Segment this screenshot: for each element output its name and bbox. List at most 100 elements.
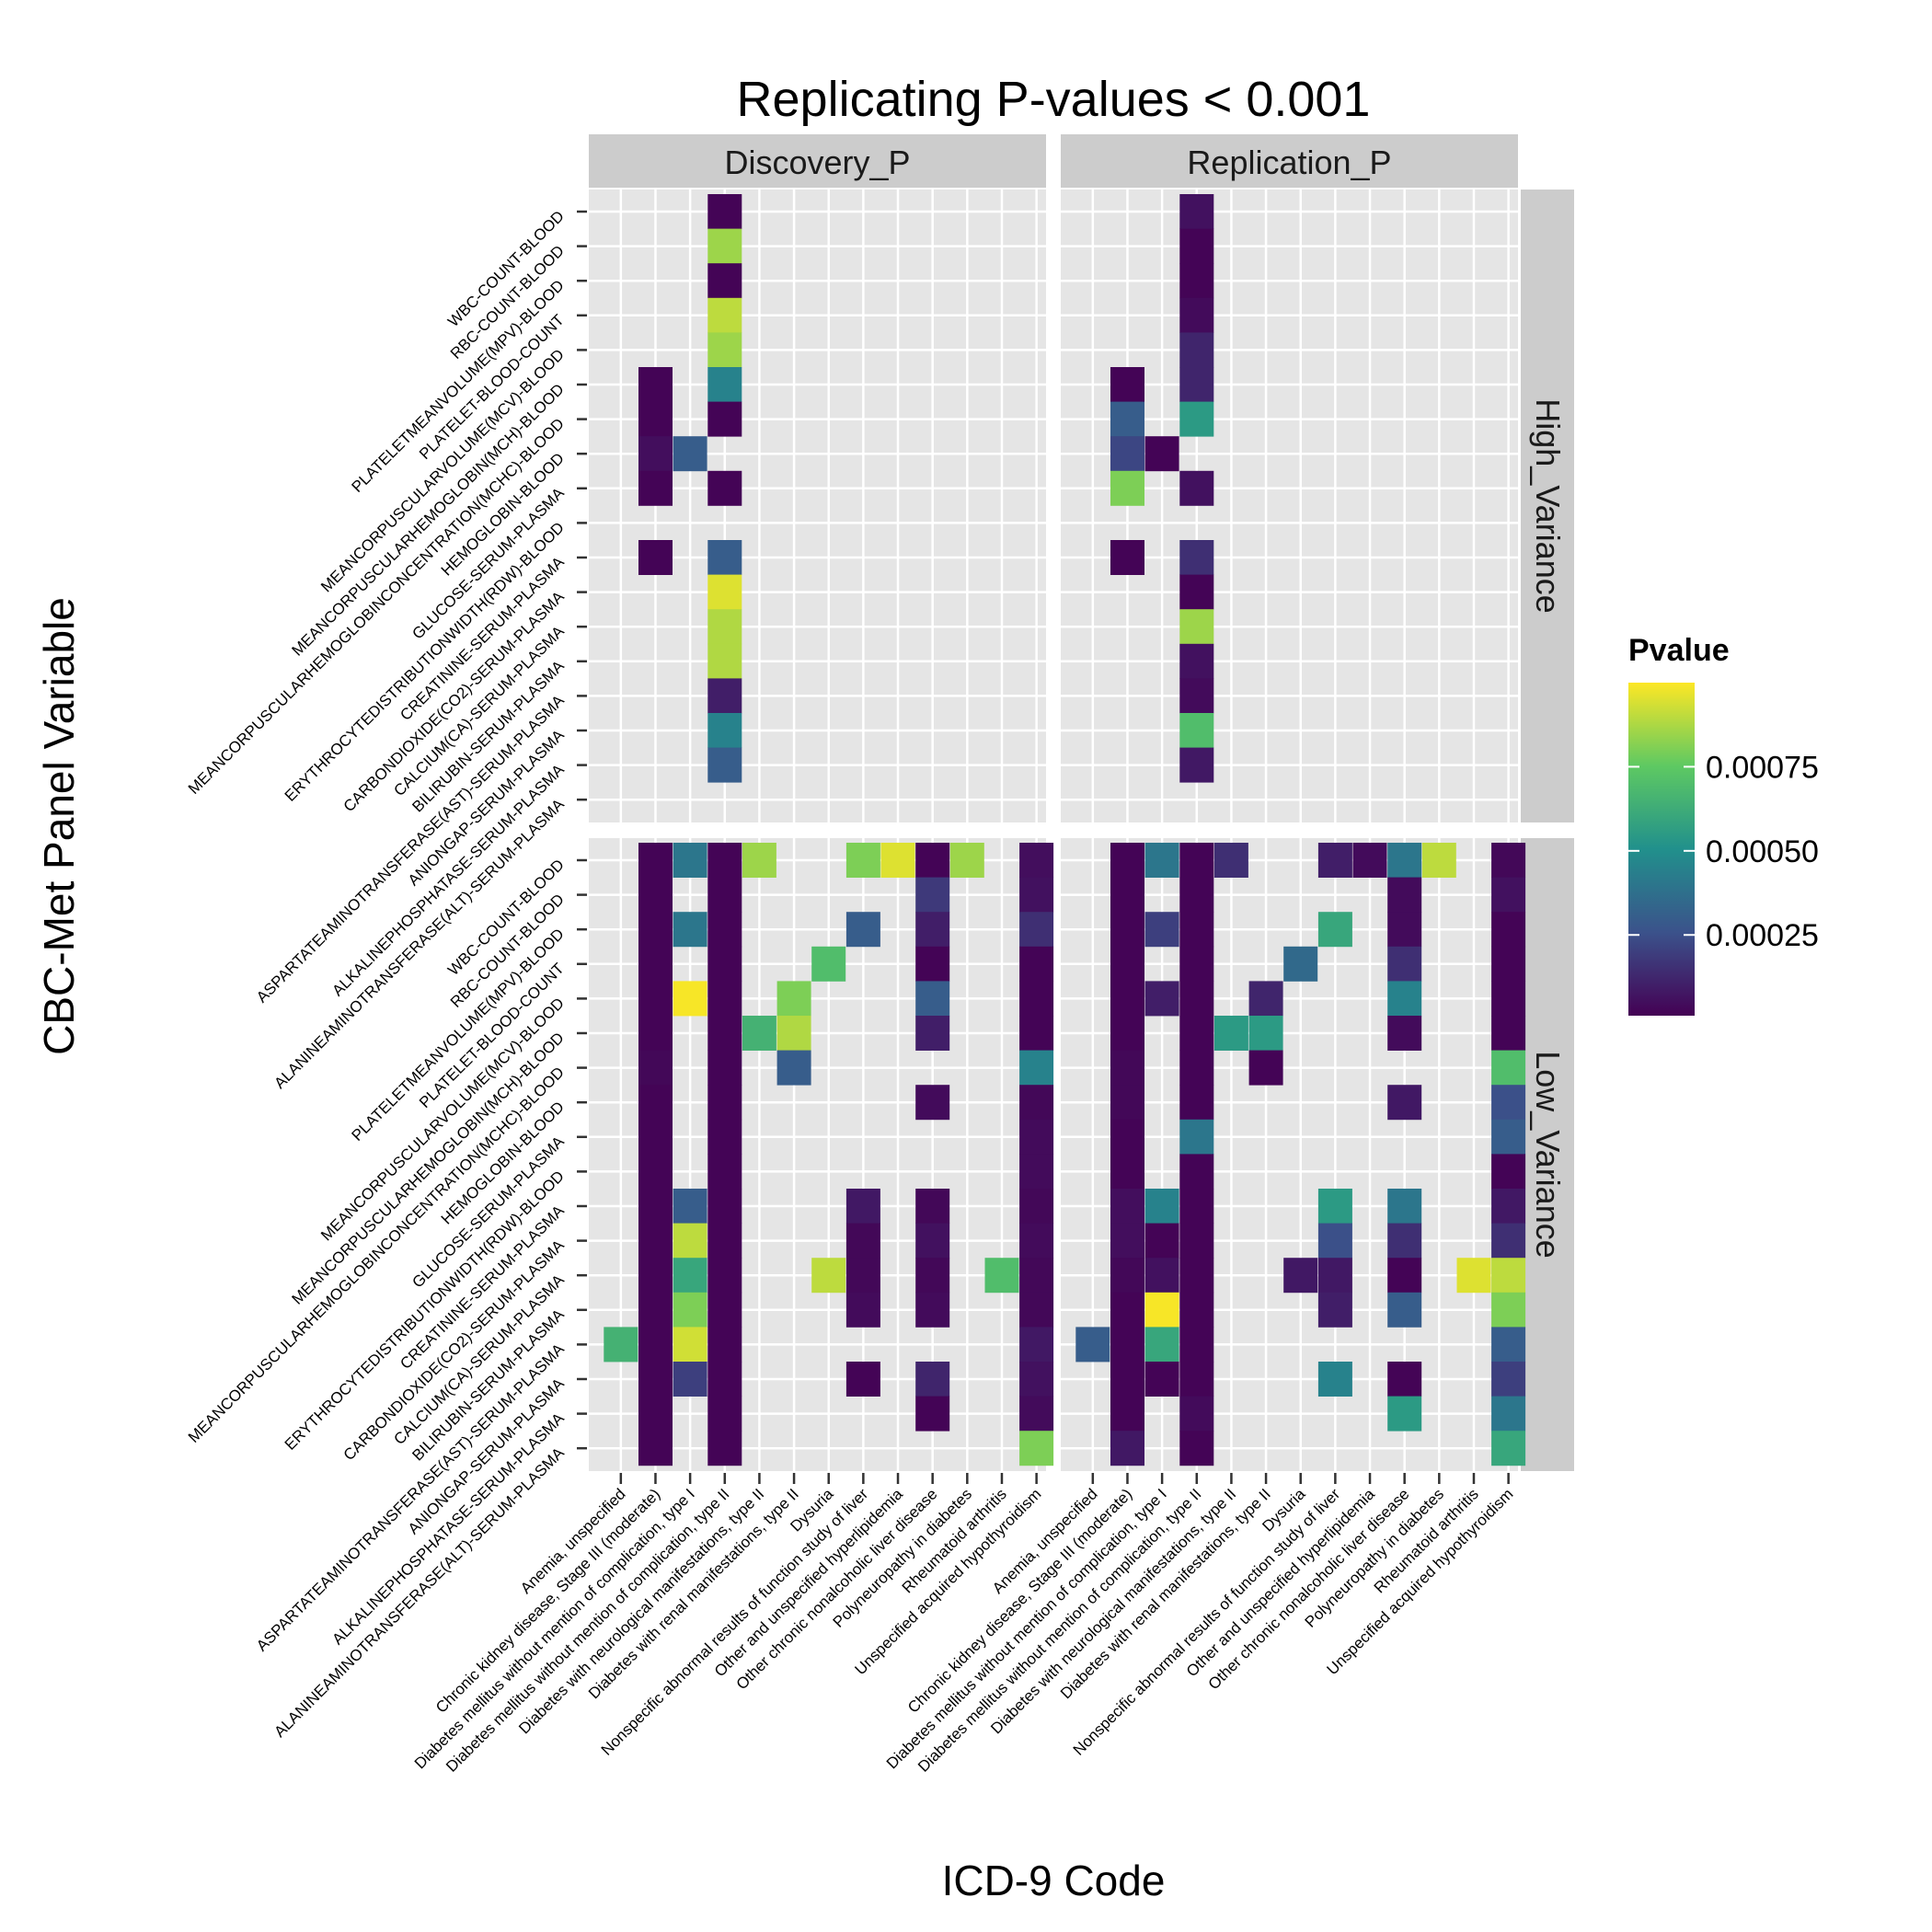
heatmap-cell: [984, 1258, 1019, 1294]
facet-strip-discovery_p: [589, 134, 1046, 188]
legend-colorbar: [1628, 683, 1695, 1016]
heatmap-cell: [638, 877, 673, 913]
facet-strip-low_variance: [1521, 838, 1574, 1471]
heatmap-cell: [1491, 1223, 1526, 1259]
y-axis-label: CBC-Met Panel Variable: [35, 597, 83, 1055]
heatmap-cell: [1179, 194, 1214, 229]
heatmap-cell: [1317, 1189, 1352, 1224]
heatmap-cell: [1317, 1292, 1352, 1328]
heatmap-cell: [1110, 1292, 1144, 1328]
heatmap-cell: [1019, 843, 1054, 878]
heatmap-cell: [1421, 843, 1456, 878]
heatmap-cell: [638, 912, 673, 948]
heatmap-cell: [673, 1189, 707, 1224]
heatmap-cell: [1110, 912, 1144, 948]
heatmap-cell: [1387, 912, 1422, 948]
legend-tick-label: 0.00075: [1706, 750, 1819, 785]
heatmap-cell: [638, 1154, 673, 1190]
heatmap-cell: [1110, 1223, 1144, 1259]
heatmap-cell: [1491, 946, 1526, 982]
heatmap-cell: [707, 1292, 742, 1328]
heatmap-cell: [1491, 1258, 1526, 1294]
heatmap-cell: [1144, 1292, 1179, 1328]
heatmap-cell: [1110, 946, 1144, 982]
heatmap-cell: [1110, 470, 1144, 506]
heatmap-cell: [1491, 1362, 1526, 1397]
heatmap-cell: [1179, 912, 1214, 948]
heatmap-cell: [707, 609, 742, 645]
heatmap-cell: [707, 1085, 742, 1121]
heatmap-cell: [1179, 1085, 1214, 1121]
heatmap-cell: [1387, 981, 1422, 1017]
heatmap-cell: [1248, 981, 1283, 1017]
heatmap-cell: [915, 1362, 950, 1397]
heatmap-cell: [1456, 1258, 1491, 1294]
heatmap-cell: [673, 1327, 707, 1363]
legend-tick-label: 0.00050: [1706, 834, 1819, 869]
heatmap-cell: [1491, 1085, 1526, 1121]
heatmap-cell: [673, 843, 707, 878]
heatmap-cell: [1019, 1396, 1054, 1432]
heatmap-cell: [707, 1258, 742, 1294]
heatmap-cell: [1019, 981, 1054, 1017]
heatmap-cell: [915, 1292, 950, 1328]
heatmap-cell: [1491, 1154, 1526, 1190]
heatmap-cell: [638, 1016, 673, 1051]
heatmap-cell: [1019, 1189, 1054, 1224]
heatmap-cell: [707, 843, 742, 878]
heatmap-cell: [1491, 1050, 1526, 1086]
heatmap-cell: [1179, 1223, 1214, 1259]
heatmap-cell: [1179, 1327, 1214, 1363]
heatmap-cell: [1248, 1050, 1283, 1086]
heatmap-cell: [1110, 1119, 1144, 1155]
heatmap-cell: [1317, 1223, 1352, 1259]
heatmap-cell: [1317, 1362, 1352, 1397]
heatmap-cell: [915, 1223, 950, 1259]
legend-tick-label: 0.00025: [1706, 918, 1819, 953]
heatmap-cell: [673, 912, 707, 948]
heatmap-cell: [673, 1292, 707, 1328]
panel-discovery_p-high_variance: [589, 190, 1046, 822]
heatmap-cell: [1283, 946, 1318, 982]
heatmap-cell: [1019, 1050, 1054, 1086]
panel-replication_p-low_variance: [1061, 838, 1526, 1471]
heatmap-cell: [1179, 470, 1214, 506]
heatmap-cell: [707, 367, 742, 402]
heatmap-cell: [1179, 643, 1214, 679]
heatmap-cell: [845, 1292, 880, 1328]
heatmap-cell: [1248, 1016, 1283, 1051]
heatmap-cell: [1110, 1189, 1144, 1224]
heatmap-cell: [1110, 1431, 1144, 1466]
heatmap-cell: [811, 946, 846, 982]
heatmap-cell: [1387, 877, 1422, 913]
heatmap-cell: [1019, 1154, 1054, 1190]
heatmap-cell: [1144, 1258, 1179, 1294]
heatmap-cell: [1110, 1327, 1144, 1363]
heatmap-cell: [1179, 1396, 1214, 1432]
facet-label-discovery_p: Discovery_P: [724, 144, 910, 181]
heatmap-cell: [1387, 1223, 1422, 1259]
heatmap-cell: [707, 574, 742, 610]
heatmap-cell: [845, 843, 880, 878]
heatmap-cell: [1179, 1154, 1214, 1190]
heatmap-cell: [1179, 678, 1214, 714]
heatmap-cell: [915, 877, 950, 913]
facet-label-low_variance: Low_Variance: [1529, 1051, 1567, 1258]
heatmap-cell: [1019, 946, 1054, 982]
heatmap-cell: [1110, 981, 1144, 1017]
heatmap-cell: [638, 367, 673, 402]
heatmap-cell: [638, 1292, 673, 1328]
heatmap-cell: [1179, 843, 1214, 878]
heatmap-cell: [1019, 877, 1054, 913]
heatmap-cell: [845, 1362, 880, 1397]
heatmap-cell: [638, 1085, 673, 1121]
heatmap-cell: [707, 981, 742, 1017]
heatmap-cell: [915, 1085, 950, 1121]
heatmap-cell: [707, 1189, 742, 1224]
panel-background: [1061, 190, 1518, 822]
heatmap-cell: [707, 1362, 742, 1397]
heatmap-cell: [1110, 877, 1144, 913]
heatmap-cell: [638, 470, 673, 506]
heatmap-cell: [845, 1189, 880, 1224]
